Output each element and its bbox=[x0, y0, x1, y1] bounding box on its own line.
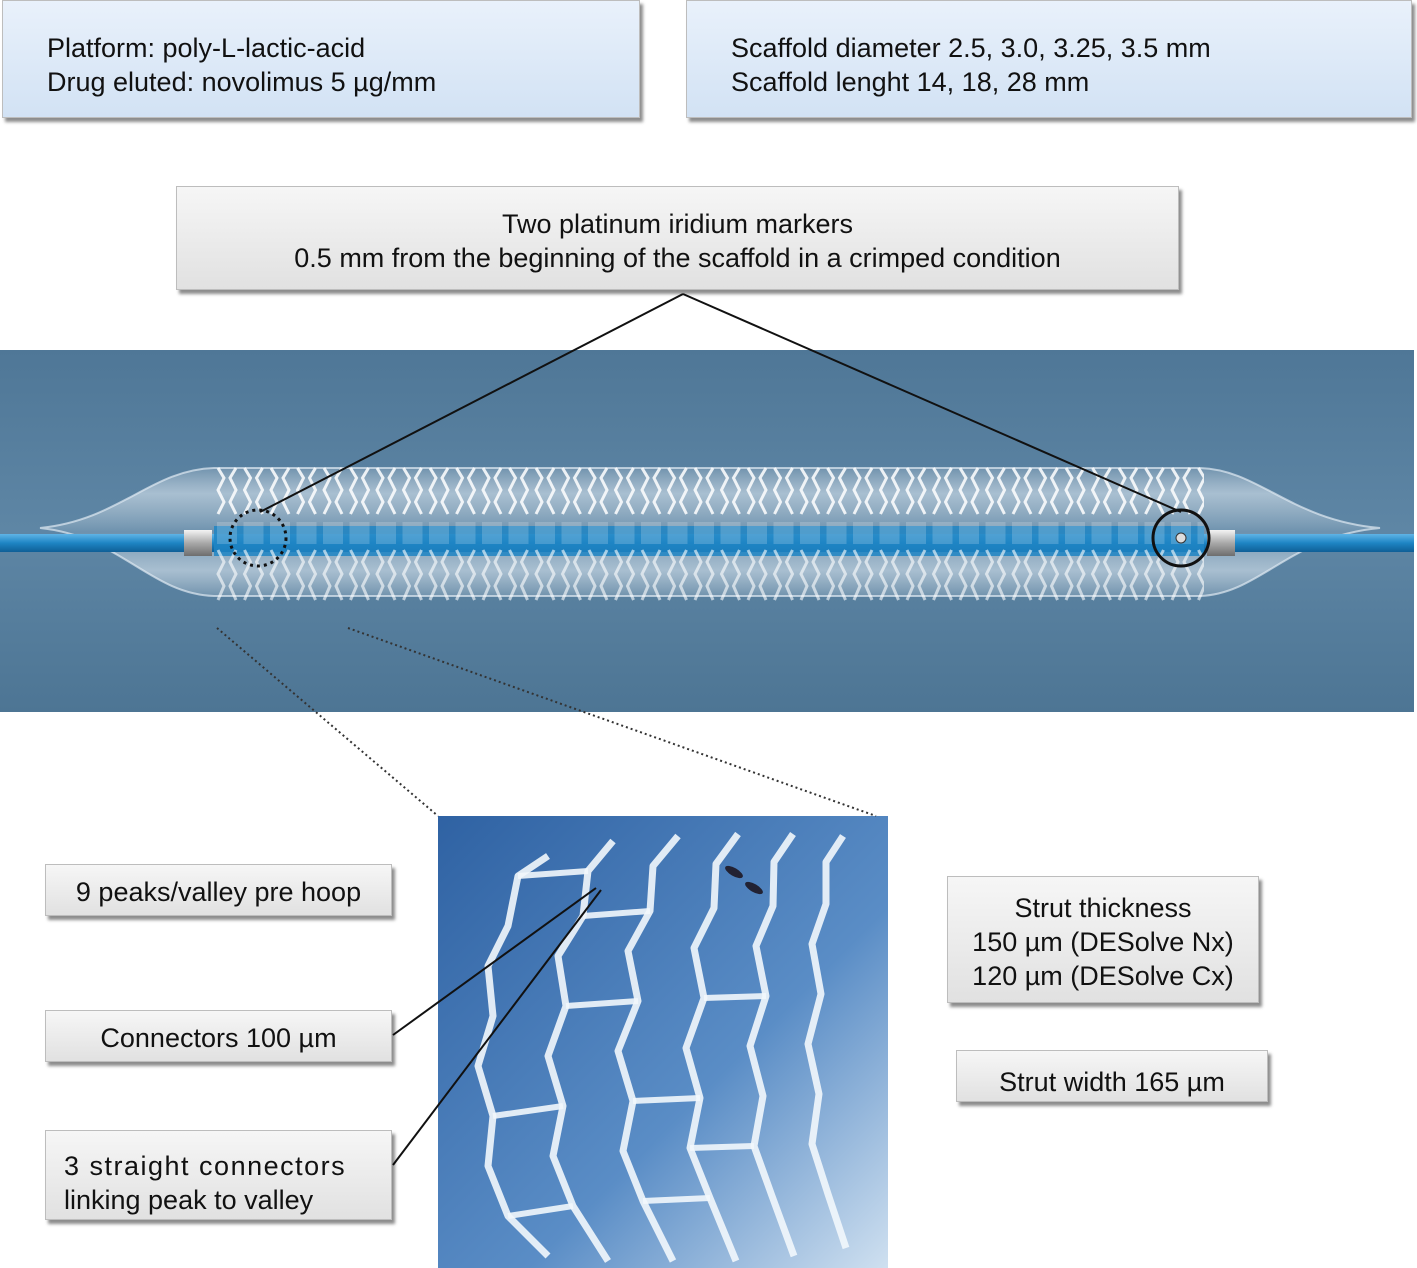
markers-title-text: Two platinum iridium markers bbox=[501, 209, 854, 239]
scaffold-diameter-text: Scaffold diameter 2.5, 3.0, 3.25, 3.5 mm bbox=[731, 33, 1211, 63]
scaffold-length-text: Scaffold lenght 14, 18, 28 mm bbox=[731, 67, 1090, 97]
peaks-text: 9 peaks/valley pre hoop bbox=[75, 877, 362, 907]
platform-drug-box: Platform: poly-L-lactic-acid Drug eluted… bbox=[2, 0, 640, 118]
connectors-text: Connectors 100 µm bbox=[100, 1023, 337, 1053]
drug-eluted-text: Drug eluted: novolimus 5 µg/mm bbox=[47, 67, 437, 97]
peaks-callout-box: 9 peaks/valley pre hoop bbox=[45, 864, 392, 916]
straight-connectors-callout-box: 3 straight connectors linking peak to va… bbox=[45, 1130, 392, 1220]
connectors-callout-box: Connectors 100 µm bbox=[45, 1010, 392, 1062]
scaffold-closeup-photo bbox=[438, 816, 888, 1268]
markers-detail-text: 0.5 mm from the beginning of the scaffol… bbox=[294, 243, 1061, 273]
scaffold-dimensions-box: Scaffold diameter 2.5, 3.0, 3.25, 3.5 mm… bbox=[686, 0, 1412, 118]
peak-to-valley-text: linking peak to valley bbox=[64, 1185, 314, 1215]
platform-text: Platform: poly-L-lactic-acid bbox=[47, 33, 366, 63]
markers-callout-box: Two platinum iridium markers 0.5 mm from… bbox=[176, 186, 1179, 290]
strut-thickness-nx: 150 µm (DESolve Nx) bbox=[972, 927, 1234, 957]
strut-thickness-callout-box: Strut thickness 150 µm (DESolve Nx) 120 … bbox=[947, 876, 1259, 1003]
strut-thickness-title: Strut thickness bbox=[1014, 893, 1192, 923]
strut-thickness-cx: 120 µm (DESolve Cx) bbox=[972, 961, 1234, 991]
stent-photo bbox=[0, 350, 1414, 712]
strut-width-text: Strut width 165 µm bbox=[999, 1067, 1225, 1097]
strut-width-callout-box: Strut width 165 µm bbox=[956, 1050, 1268, 1102]
straight-connectors-text: 3 straight connectors bbox=[64, 1151, 347, 1181]
